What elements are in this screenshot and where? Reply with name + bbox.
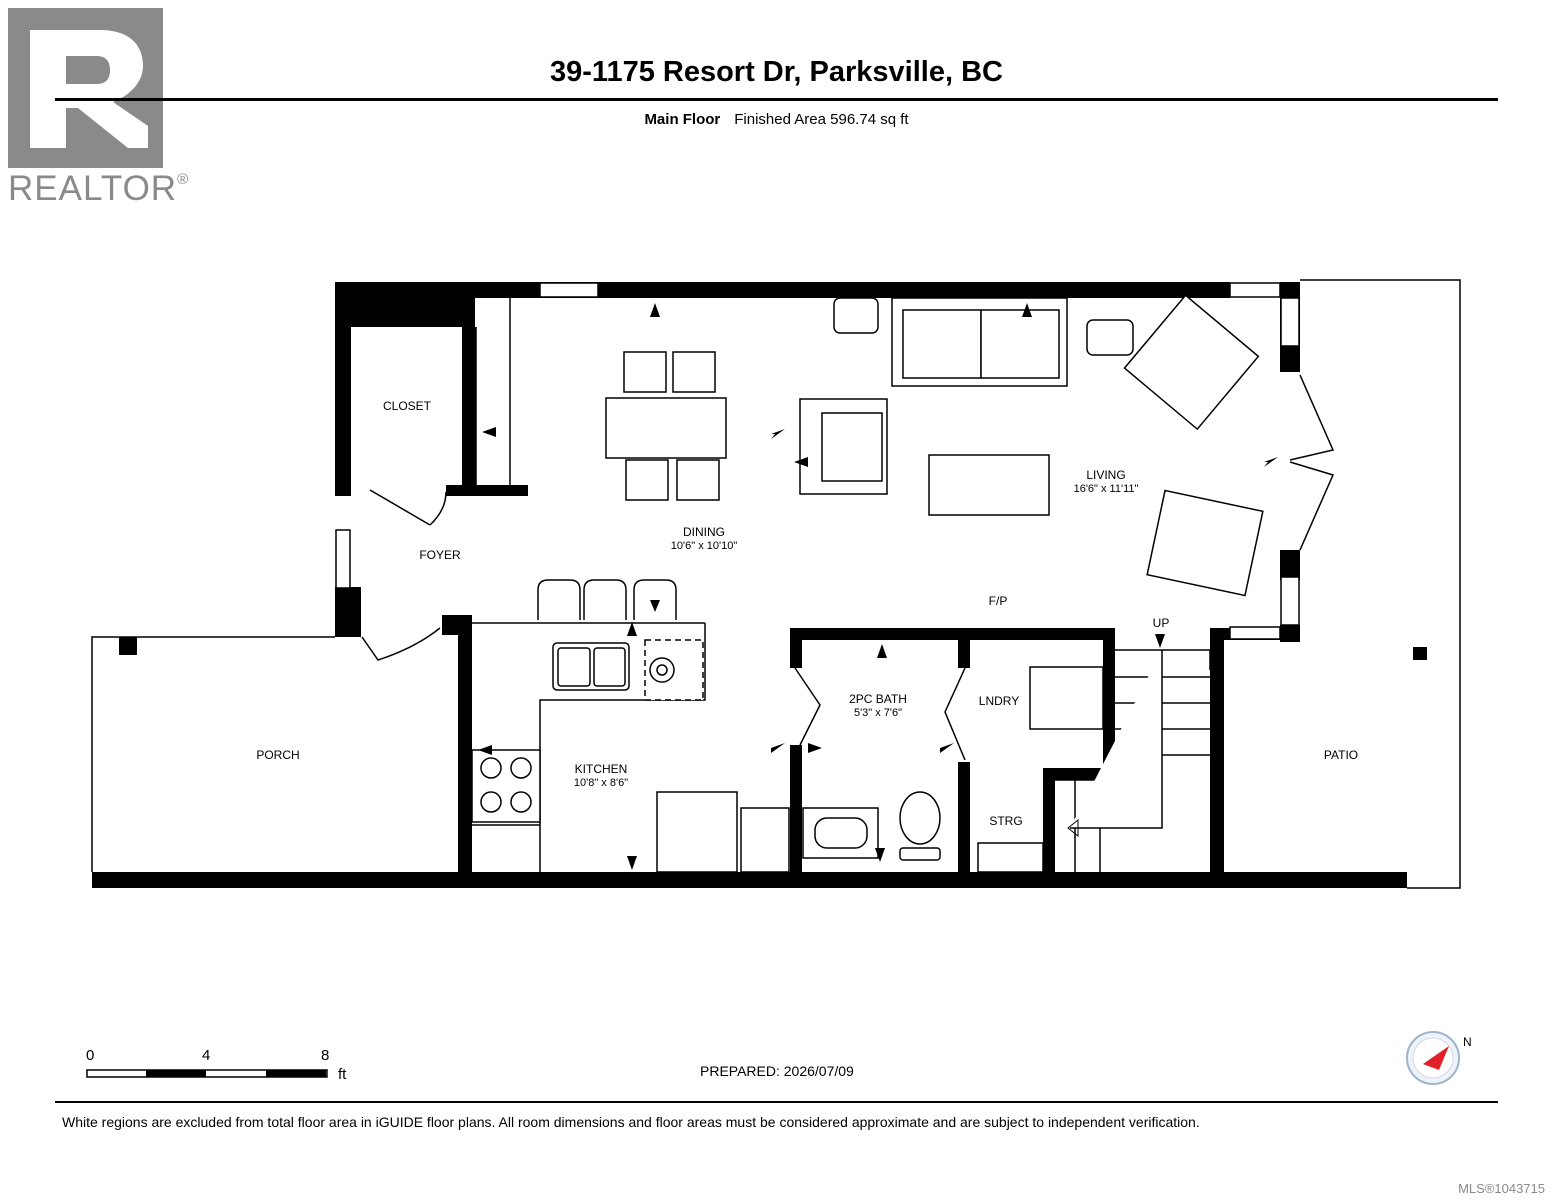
room-closet: CLOSET [382,399,432,413]
scale-tick-8: 8 [321,1047,330,1064]
disclaimer: White regions are excluded from total fl… [62,1114,1200,1130]
room-patio: PATIO [1323,748,1359,762]
mls-number: MLS®1043715 [1458,1181,1545,1196]
compass-north-label: N [1463,1035,1472,1049]
scale-unit: ft [338,1066,347,1083]
finished-area: Finished Area 596.74 sq ft [734,111,909,128]
interior-walls [119,327,1427,875]
realtor-wordmark: REALTOR® [8,169,190,208]
markers [478,303,1278,870]
stairs-up-label: UP [1152,616,1170,630]
windows [335,282,1300,640]
exterior-walls [92,282,1407,888]
realtor-logo [8,8,163,168]
room-storage: STRG [989,814,1023,828]
footer-rule [55,1101,1498,1103]
room-foyer: FOYER [419,548,461,562]
scale-tick-0: 0 [86,1047,95,1064]
outlines [91,279,1461,889]
room-porch: PORCH [256,748,300,762]
room-laundry: LNDRY [978,694,1020,708]
address-title: 39-1175 Resort Dr, Parksville, BC [550,56,1003,88]
furniture [471,294,1264,873]
fireplace-label: F/P [988,594,1008,608]
floor-info: Main Floor Finished Area 596.74 sq ft [0,111,1553,128]
prepared-date: PREPARED: 2026/07/09 [700,1063,854,1079]
compass-icon: N [1406,1031,1472,1085]
scale-tick-4: 4 [202,1047,211,1064]
scale-bar [86,1069,328,1078]
floor-name: Main Floor [644,111,721,128]
header-rule [55,98,1498,101]
doors [361,374,1335,761]
